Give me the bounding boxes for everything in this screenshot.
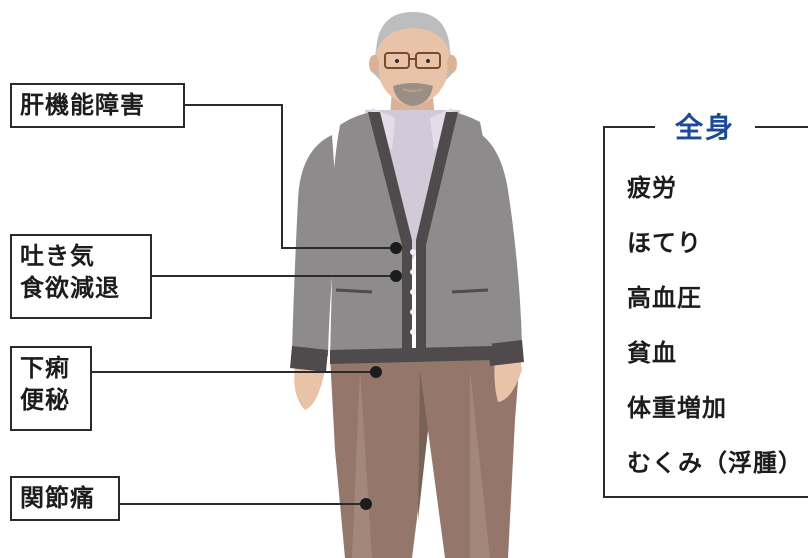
left-ear — [369, 55, 379, 73]
right-pocket — [451, 288, 489, 294]
list-item: むくみ（浮腫） — [627, 449, 803, 477]
left-sleeve — [292, 135, 338, 356]
cardigan-trim-right — [416, 112, 458, 355]
cardigan-hem — [330, 346, 492, 364]
button-3 — [410, 289, 416, 295]
right-cuff — [488, 340, 524, 366]
button-5 — [410, 329, 416, 335]
diarrhea-constipation-label: 下痢 便秘 — [10, 346, 92, 431]
left-eye — [395, 59, 399, 63]
button-4 — [410, 309, 416, 315]
right-eye — [426, 59, 430, 63]
knee-dot — [360, 498, 372, 510]
mouth — [402, 88, 424, 92]
liver-dot — [390, 242, 402, 254]
left-cuff — [290, 346, 328, 372]
left-pocket — [335, 288, 373, 294]
button-2 — [410, 269, 416, 275]
joint-pain-label: 関節痛 — [10, 476, 120, 521]
bowel-dot — [370, 366, 382, 378]
beard — [393, 83, 433, 106]
glasses-right-lens — [415, 52, 441, 69]
trouser-highlight — [352, 370, 372, 558]
list-item: ほてり — [627, 229, 702, 257]
connector-lines — [92, 104, 395, 505]
list-item: 貧血 — [627, 339, 677, 367]
list-item: 疲労 — [627, 174, 677, 202]
liver-dysfunction-label: 肝機能障害 — [10, 83, 185, 128]
nausea-appetite-label: 吐き気 食欲減退 — [10, 234, 152, 319]
whole-body-title: 全身 — [655, 108, 755, 148]
whole-body-list: 疲労 ほてり 高血圧 貧血 体重増加 むくみ（浮腫） — [627, 170, 803, 500]
trouser-highlight-right — [470, 370, 490, 558]
hair — [376, 12, 450, 55]
list-item: 体重増加 — [627, 394, 727, 422]
target-dots — [360, 242, 402, 510]
liver-connector — [185, 104, 395, 249]
stomach-dot — [390, 270, 402, 282]
trouser-crease — [418, 370, 428, 520]
button-1 — [410, 249, 416, 255]
list-item: 高血圧 — [627, 284, 702, 312]
cardigan-trim-left — [368, 112, 412, 355]
glasses-left-lens — [384, 52, 410, 69]
right-ear — [447, 55, 457, 73]
